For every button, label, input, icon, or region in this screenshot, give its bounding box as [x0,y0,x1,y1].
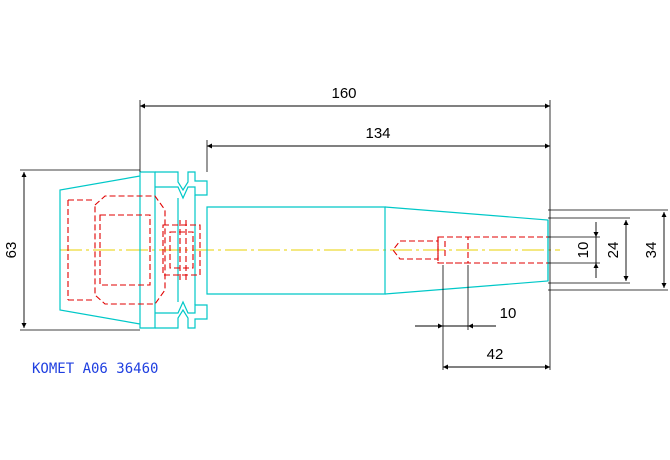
extension-lines [20,100,668,370]
dim-overall-length-text: 160 [331,85,356,102]
part-number-label: KOMET A06 36460 [32,361,158,377]
dimension-lines [21,103,667,370]
pilot-bore [392,240,439,260]
dim-bore-diameter-text: 24 [605,242,622,259]
dim-pilot-diameter-text: 10 [575,242,592,259]
flange-groove-bottom [155,300,208,329]
tool-outline [59,171,549,329]
inner-cavity [67,195,166,305]
dim-flange-diameter-text: 63 [3,242,20,259]
dim-shank-length-text: 134 [365,125,390,142]
dim-counterbore-depth-text: 10 [500,305,517,322]
flange-groove-top [155,171,208,200]
dim-bore-depth-text: 42 [487,346,504,363]
inner-cavity-2 [99,214,151,286]
hidden-lines [67,195,548,305]
taper-cone [59,175,141,325]
dim-tip-diameter-text: 34 [643,242,660,259]
retention-bore [162,224,201,276]
counterbore [437,236,469,264]
